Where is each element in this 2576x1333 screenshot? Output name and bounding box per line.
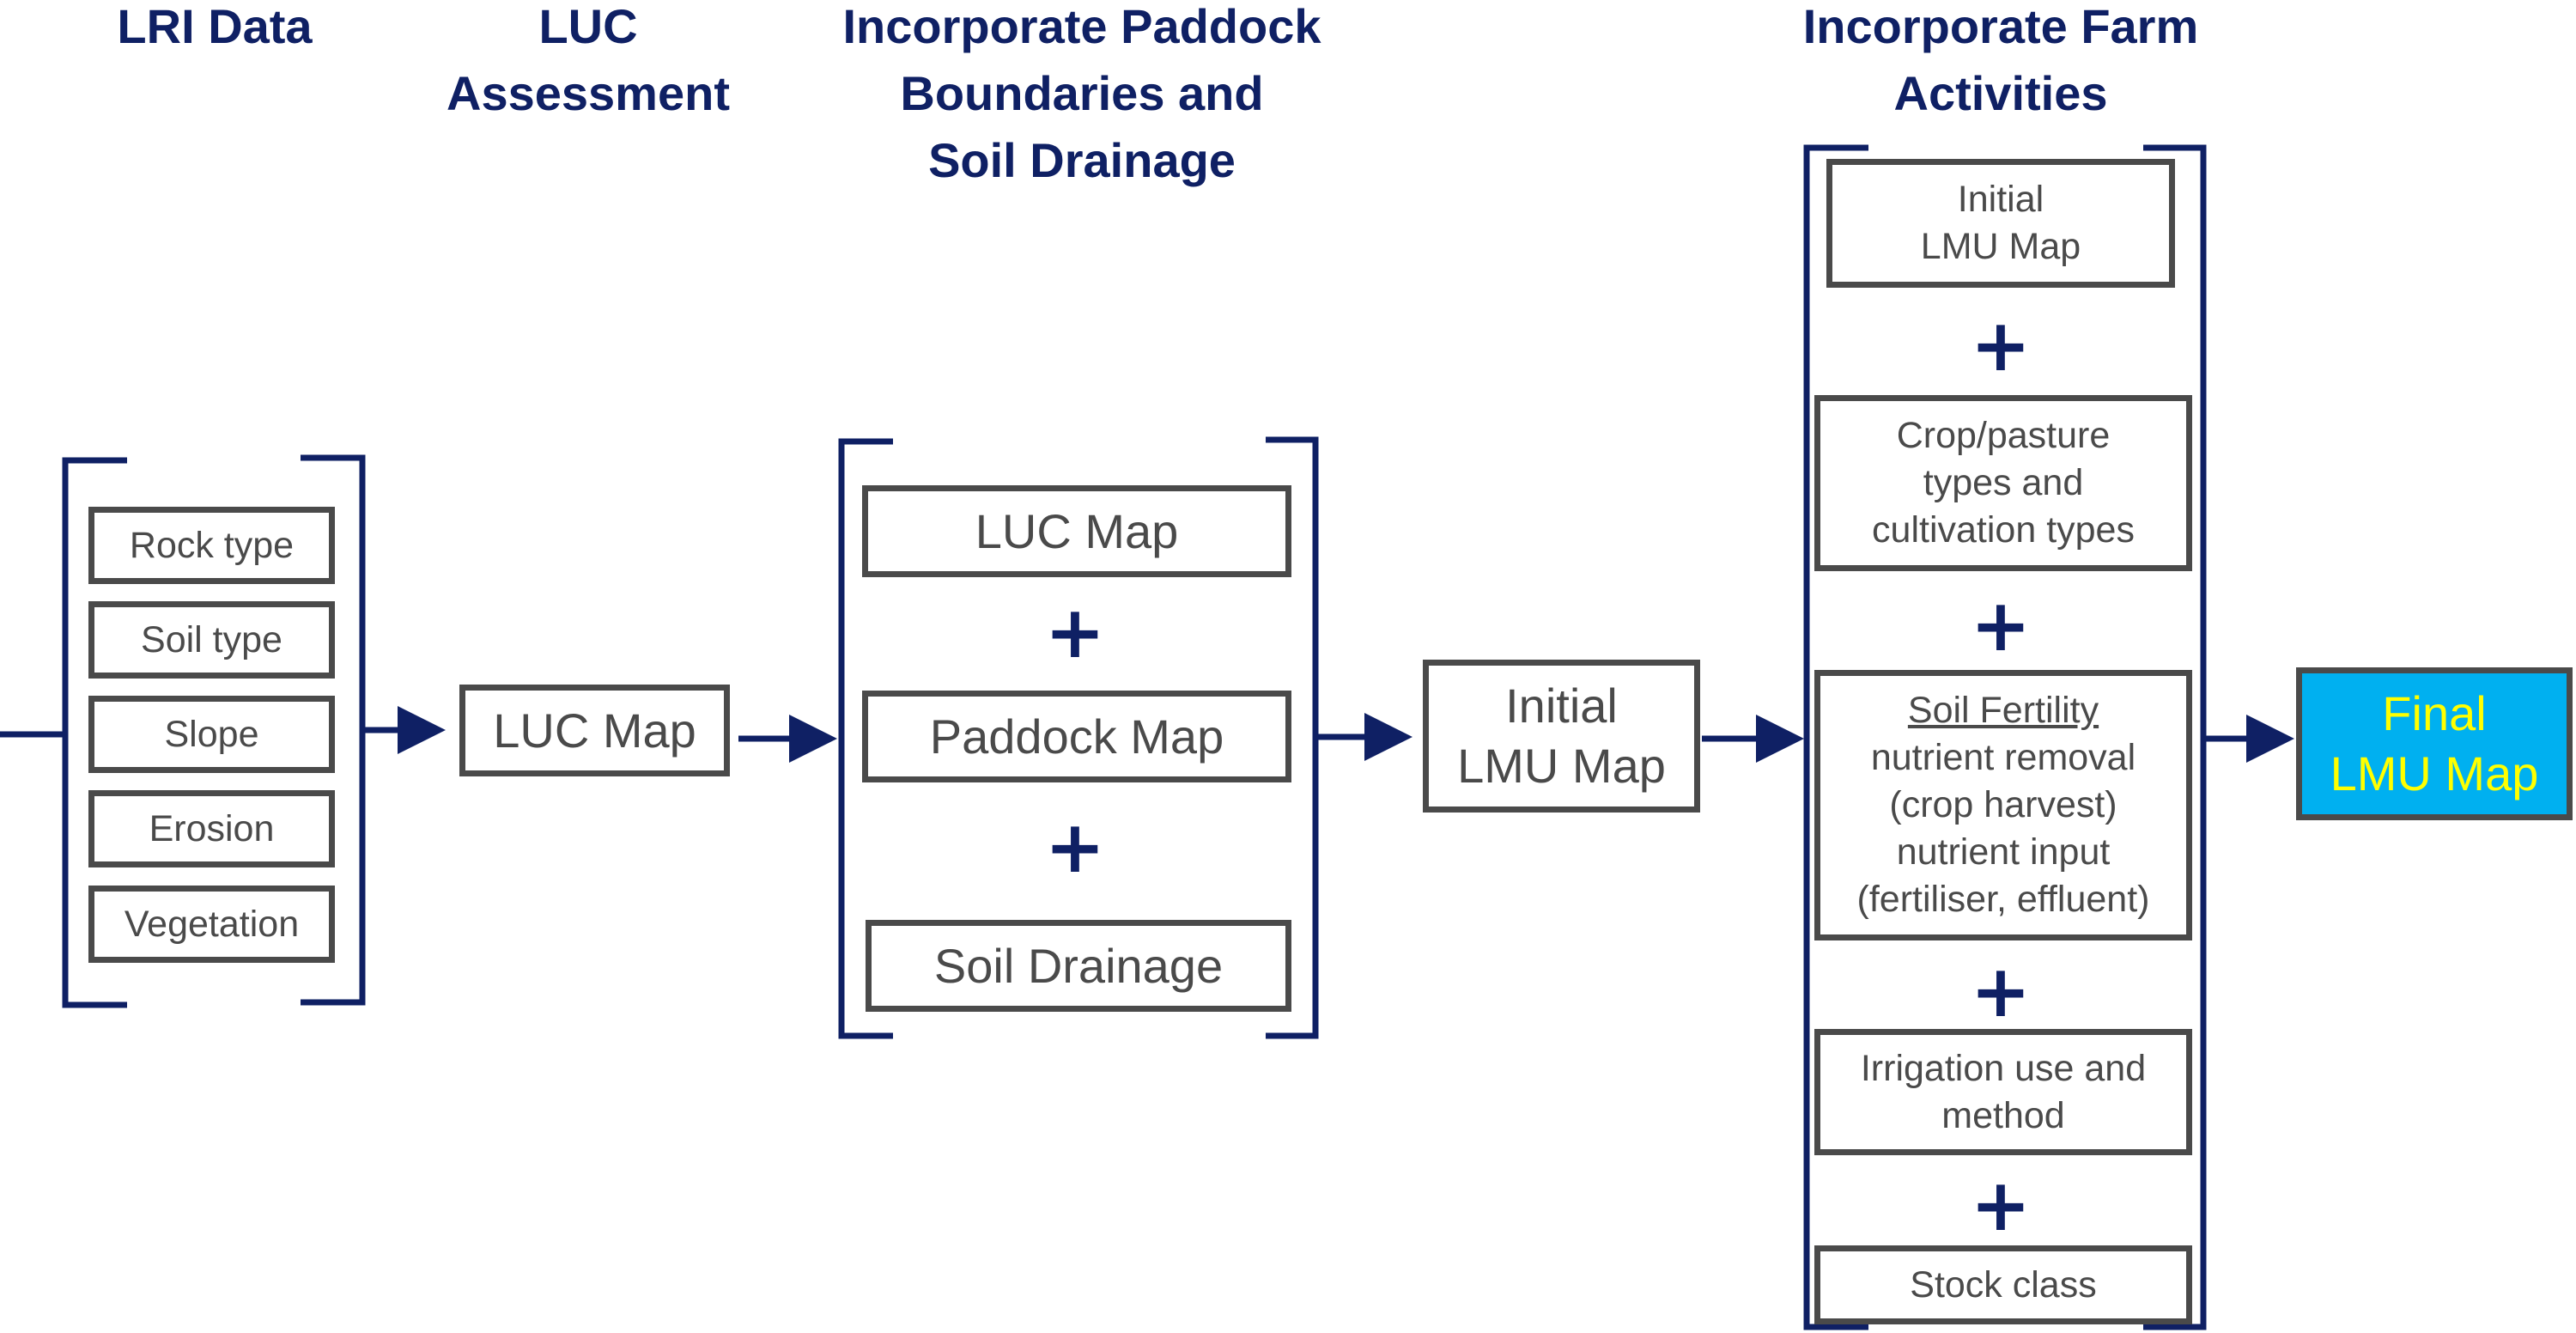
final-lmu-map-box: Final LMU Map (2296, 667, 2573, 820)
paddock-luc-map-box: LUC Map (862, 485, 1291, 577)
lri-item-erosion: Erosion (88, 790, 335, 867)
header-luc-assessment: LUC Assessment (447, 0, 730, 120)
soil-fertility-title: Soil Fertility (1907, 690, 2099, 731)
soil-fertility-details: nutrient removal (crop harvest) nutrient… (1856, 737, 2150, 920)
plus-sign: + (1970, 303, 2032, 387)
plus-sign: + (1970, 1163, 2032, 1247)
plus-sign: + (1970, 583, 2032, 667)
header-lri-data: LRI Data (117, 0, 313, 53)
lri-item-vegetation: Vegetation (88, 886, 335, 963)
farm-bracket-left (1803, 144, 1868, 1330)
crop-pasture-types-box: Crop/pasture types and cultivation types (1814, 395, 2192, 571)
stock-class-box: Stock class (1814, 1245, 2192, 1324)
header-incorporate-paddock: Incorporate Paddock Boundaries and Soil … (842, 0, 1321, 187)
lri-item-slope: Slope (88, 696, 335, 773)
lri-item-rock-type: Rock type (88, 507, 335, 584)
plus-sign: + (1044, 805, 1106, 889)
farm-initial-lmu-box: Initial LMU Map (1826, 159, 2175, 288)
luc-map-box: LUC Map (459, 685, 730, 776)
plus-sign: + (1044, 590, 1106, 674)
irrigation-box: Irrigation use and method (1814, 1029, 2192, 1155)
soil-fertility-box: Soil Fertility nutrient removal (crop ha… (1814, 670, 2192, 940)
paddock-bracket-left (838, 438, 893, 1039)
initial-lmu-map-box: Initial LMU Map (1423, 660, 1700, 813)
header-incorporate-farm: Incorporate Farm Activities (1802, 0, 2199, 120)
lri-item-soil-type: Soil type (88, 601, 335, 679)
plus-sign: + (1970, 949, 2032, 1033)
paddock-map-box: Paddock Map (862, 691, 1291, 782)
soil-drainage-box: Soil Drainage (866, 920, 1291, 1012)
